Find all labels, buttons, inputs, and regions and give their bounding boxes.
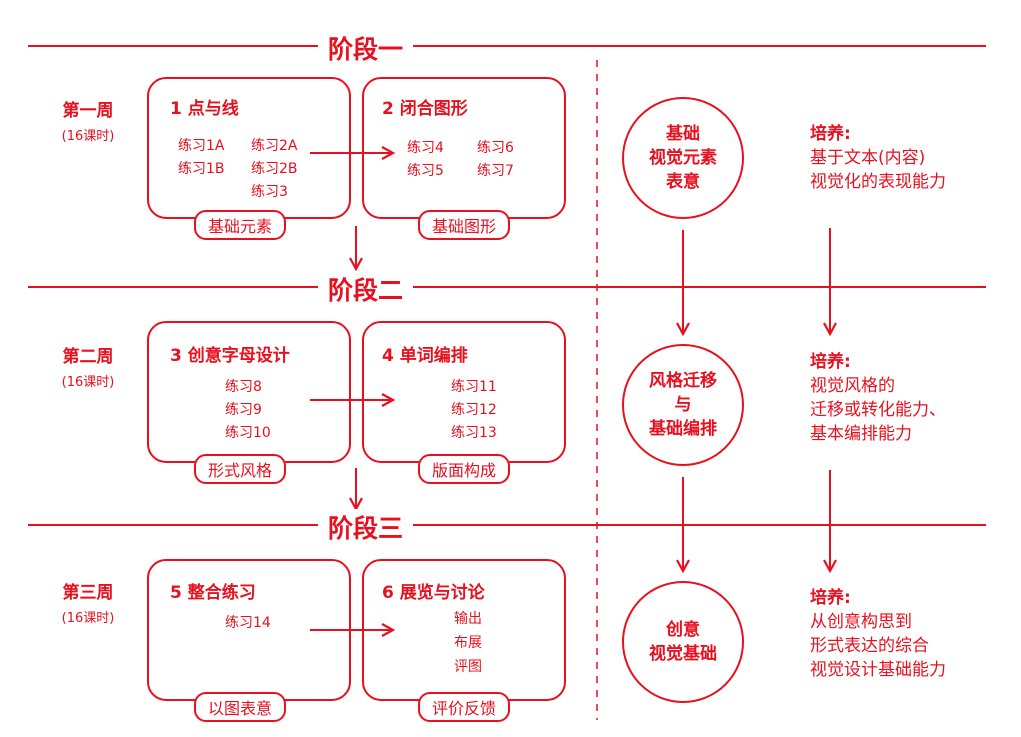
cultivation-heading: 培养: bbox=[810, 124, 851, 144]
module-tag-4: 版面构成 bbox=[418, 454, 510, 484]
week-name: 第二周 bbox=[62, 347, 114, 367]
cultivation-heading: 培养: bbox=[810, 588, 851, 608]
circle-line: 基础 bbox=[666, 124, 700, 144]
module-tag-5: 以图表意 bbox=[194, 692, 286, 722]
exercise-item: 练习2B bbox=[251, 161, 298, 177]
exercise-item: 练习12 bbox=[451, 402, 497, 418]
circle-label-2: 风格迁移 与 基础编排 bbox=[623, 369, 743, 441]
circle-label-1: 基础 视觉元素 表意 bbox=[623, 122, 743, 194]
cultivation-line: 迁移或转化能力、 bbox=[810, 400, 946, 420]
stage-title-3: 阶段三 bbox=[318, 509, 414, 545]
week-label-3: 第三周 (16课时) bbox=[48, 578, 128, 626]
module-title-3: 3 创意字母设计 bbox=[170, 346, 290, 366]
circle-line: 基础编排 bbox=[649, 419, 717, 439]
module-title-5: 5 整合练习 bbox=[170, 583, 256, 603]
exercise-item: 练习7 bbox=[477, 163, 514, 179]
module-tag-6: 评价反馈 bbox=[418, 692, 510, 722]
exercise-item: 练习1B bbox=[178, 161, 225, 177]
module-tag-3: 形式风格 bbox=[194, 454, 286, 484]
cultivation-line: 视觉风格的 bbox=[810, 376, 895, 396]
circle-line: 表意 bbox=[666, 172, 700, 192]
exercise-item: 评图 bbox=[454, 659, 482, 675]
cultivation-line: 视觉化的表现能力 bbox=[810, 172, 946, 192]
exercise-item: 布展 bbox=[454, 635, 482, 651]
exercise-item: 练习13 bbox=[451, 425, 497, 441]
exercise-item: 练习5 bbox=[407, 163, 444, 179]
week-name: 第三周 bbox=[62, 583, 114, 603]
module-title-1: 1 点与线 bbox=[170, 99, 239, 119]
circle-3 bbox=[622, 581, 744, 703]
exercise-item: 练习6 bbox=[477, 140, 514, 156]
circle-line: 创意 bbox=[666, 620, 700, 640]
stage-title-1: 阶段一 bbox=[318, 30, 414, 66]
cultivation-heading: 培养: bbox=[810, 352, 851, 372]
circle-line: 风格迁移 bbox=[649, 371, 717, 391]
module-tag-1: 基础元素 bbox=[194, 210, 286, 240]
exercise-item: 练习10 bbox=[225, 425, 271, 441]
stage-title-2: 阶段二 bbox=[318, 271, 414, 307]
exercise-item: 输出 bbox=[454, 611, 482, 627]
circle-line: 与 bbox=[674, 395, 692, 415]
module-tag-2: 基础图形 bbox=[418, 210, 510, 240]
exercise-item: 练习3 bbox=[251, 184, 288, 200]
week-label-1: 第一周 (16课时) bbox=[48, 96, 128, 144]
week-label-2: 第二周 (16课时) bbox=[48, 342, 128, 390]
cultivation-block-1: 培养: 基于文本(内容) 视觉化的表现能力 bbox=[810, 122, 946, 194]
exercise-item: 练习2A bbox=[251, 138, 298, 154]
module-title-4: 4 单词编排 bbox=[382, 346, 468, 366]
module-title-2: 2 闭合图形 bbox=[382, 99, 468, 119]
circle-2 bbox=[622, 344, 744, 466]
exercise-item: 练习14 bbox=[225, 615, 271, 631]
week-name: 第一周 bbox=[62, 101, 114, 121]
cultivation-line: 视觉设计基础能力 bbox=[810, 660, 946, 680]
exercise-item: 练习1A bbox=[178, 138, 225, 154]
exercise-item: 练习11 bbox=[451, 379, 497, 395]
week-hours: (16课时) bbox=[61, 611, 115, 626]
cultivation-line: 从创意构思到 bbox=[810, 612, 912, 632]
cultivation-block-2: 培养: 视觉风格的 迁移或转化能力、 基本编排能力 bbox=[810, 350, 946, 446]
exercise-item: 练习4 bbox=[407, 140, 444, 156]
circle-label-3: 创意 视觉基础 bbox=[623, 618, 743, 666]
circle-1 bbox=[622, 97, 744, 219]
week-hours: (16课时) bbox=[61, 375, 115, 390]
exercise-item: 练习8 bbox=[225, 379, 262, 395]
cultivation-block-3: 培养: 从创意构思到 形式表达的综合 视觉设计基础能力 bbox=[810, 586, 946, 682]
week-hours: (16课时) bbox=[61, 129, 115, 144]
exercise-item: 练习9 bbox=[225, 402, 262, 418]
module-title-6: 6 展览与讨论 bbox=[382, 583, 485, 603]
cultivation-line: 形式表达的综合 bbox=[810, 636, 929, 656]
cultivation-line: 基本编排能力 bbox=[810, 424, 912, 444]
cultivation-line: 基于文本(内容) bbox=[810, 148, 926, 168]
circle-line: 视觉基础 bbox=[649, 644, 717, 664]
circle-line: 视觉元素 bbox=[649, 148, 717, 168]
